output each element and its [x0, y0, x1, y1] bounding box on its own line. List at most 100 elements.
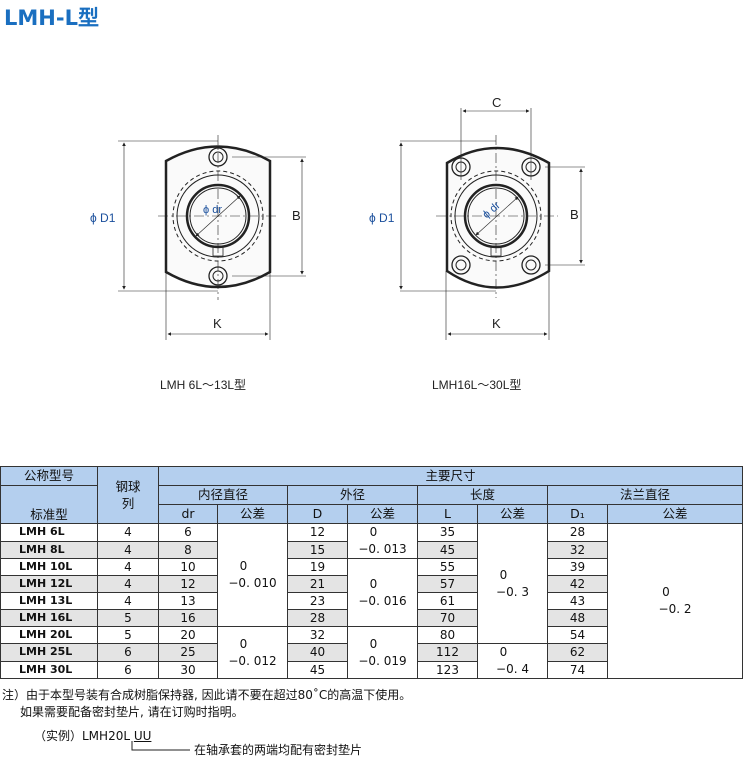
l-cell: 123: [417, 660, 478, 679]
l-cell: 57: [417, 575, 478, 593]
header-D: D: [287, 504, 348, 524]
drawing-caption-left: LMH 6L～13L型: [160, 378, 247, 392]
d-tolerance-cell: 0−0. 019: [347, 626, 418, 679]
d1-cell: 28: [547, 523, 608, 542]
header-balls: 钢球列: [97, 466, 159, 524]
example-suffix: UU: [133, 729, 152, 743]
header-main-dims: 主要尺寸: [158, 466, 743, 486]
header-tolerance: 公差: [477, 504, 548, 524]
tolerance-lower: −0. 012: [228, 653, 277, 668]
header-dr: dr: [158, 504, 218, 524]
header-outer-diameter: 外径: [287, 485, 418, 505]
d-cell: 28: [287, 609, 348, 627]
tolerance-upper: 0: [239, 559, 248, 573]
tolerance-lower: −0. 4: [496, 662, 529, 676]
header-D1: D₁: [547, 504, 608, 524]
tolerance-lower: −0. 010: [228, 576, 277, 590]
dr-cell: 30: [158, 660, 218, 679]
tolerance-upper: 0: [369, 525, 378, 539]
c-dimension-label: C: [492, 95, 501, 110]
model-cell: LMH 12L: [0, 575, 98, 593]
balls-cell: 5: [97, 626, 159, 644]
flange-drawing-2hole: [118, 135, 306, 340]
tolerance-lower: −0. 016: [358, 593, 407, 608]
model-cell: LMH 6L: [0, 523, 98, 542]
header-tolerance: 公差: [607, 504, 743, 524]
d1-cell: 39: [547, 558, 608, 576]
tolerance-upper: 0: [239, 636, 248, 651]
d1-cell: 48: [547, 609, 608, 627]
balls-cell: 6: [97, 643, 159, 662]
d-tolerance-cell: 0 −0. 013: [347, 523, 418, 559]
l-cell: 80: [417, 626, 478, 644]
d-cell: 21: [287, 575, 348, 593]
d-cell: 23: [287, 592, 348, 610]
d-cell: 45: [287, 660, 348, 679]
tolerance-upper: 0: [369, 576, 378, 591]
dr-tolerance-cell: 0 −0. 012: [217, 626, 288, 679]
l-cell: 61: [417, 592, 478, 610]
header-tolerance: 公差: [217, 504, 288, 524]
d-cell: 40: [287, 643, 348, 662]
k-dimension-label: K: [492, 316, 501, 331]
d1-cell: 54: [547, 626, 608, 644]
example-prefix: （实例）LMH20L: [34, 729, 134, 743]
dr-cell: 6: [158, 523, 218, 542]
header-L: L: [417, 504, 478, 524]
model-cell: LMH 13L: [0, 592, 98, 610]
tolerance-upper: 0: [662, 585, 670, 599]
d1-cell: 43: [547, 592, 608, 610]
d1-dimension-label: ϕ D1: [369, 211, 395, 225]
dr-cell: 20: [158, 626, 218, 644]
note-example: （实例）LMH20L UU: [34, 727, 151, 744]
d-tolerance-cell: 0 −0. 016: [347, 558, 418, 627]
balls-cell: 4: [97, 575, 159, 593]
model-cell: LMH 20L: [0, 626, 98, 644]
dr-cell: 13: [158, 592, 218, 610]
k-dimension-label: K: [213, 316, 222, 331]
page-title: LMH-L型: [4, 6, 99, 30]
l-tolerance-cell: 0 −0. 3: [477, 523, 548, 644]
l-cell: 55: [417, 558, 478, 576]
balls-cell: 4: [97, 558, 159, 576]
d1-cell: 62: [547, 643, 608, 662]
note-line-2: 如果需要配备密封垫片, 请在订购时指明。: [20, 705, 244, 719]
l-cell: 35: [417, 523, 478, 542]
header-balls-label: 钢球列: [115, 479, 141, 511]
tolerance-upper: 0: [499, 645, 508, 659]
tolerance-upper: 0: [499, 567, 508, 582]
l-tolerance-cell: 0 −0. 4: [477, 643, 548, 679]
example-description: 在轴承套的两端均配有密封垫片: [194, 743, 363, 757]
model-cell: LMH 10L: [0, 558, 98, 576]
note-line-1: 注）由于本型号装有合成树脂保持器, 因此请不要在超过80˚C的高温下使用。: [2, 688, 412, 702]
balls-cell: 4: [97, 592, 159, 610]
tolerance-lower: −0. 3: [496, 584, 529, 599]
header-tolerance: 公差: [347, 504, 418, 524]
drawing-caption-right: LMH16L～30L型: [432, 378, 522, 392]
balls-cell: 4: [97, 540, 159, 559]
tolerance-lower: −0. 013: [358, 542, 407, 556]
d1-dimension-label: ϕ D1: [90, 211, 116, 225]
tolerance-lower: −0. 019: [358, 653, 407, 668]
callout-line: [131, 741, 190, 751]
header-length: 长度: [417, 485, 548, 505]
b-dimension-label: B: [292, 208, 301, 223]
model-cell: LMH 8L: [0, 540, 98, 559]
balls-cell: 5: [97, 609, 159, 627]
b-dimension-label: B: [570, 207, 579, 222]
dr-cell: 10: [158, 558, 218, 576]
header-flange-diameter: 法兰直径: [547, 485, 743, 505]
tolerance-lower: −0. 2: [658, 602, 692, 616]
d1-cell: 42: [547, 575, 608, 593]
header-nominal: 公称型号: [0, 466, 98, 486]
l-cell: 45: [417, 540, 478, 559]
d1-tolerance-cell: 0 −0. 2: [607, 523, 743, 679]
l-cell: 70: [417, 609, 478, 627]
balls-cell: 6: [97, 660, 159, 679]
